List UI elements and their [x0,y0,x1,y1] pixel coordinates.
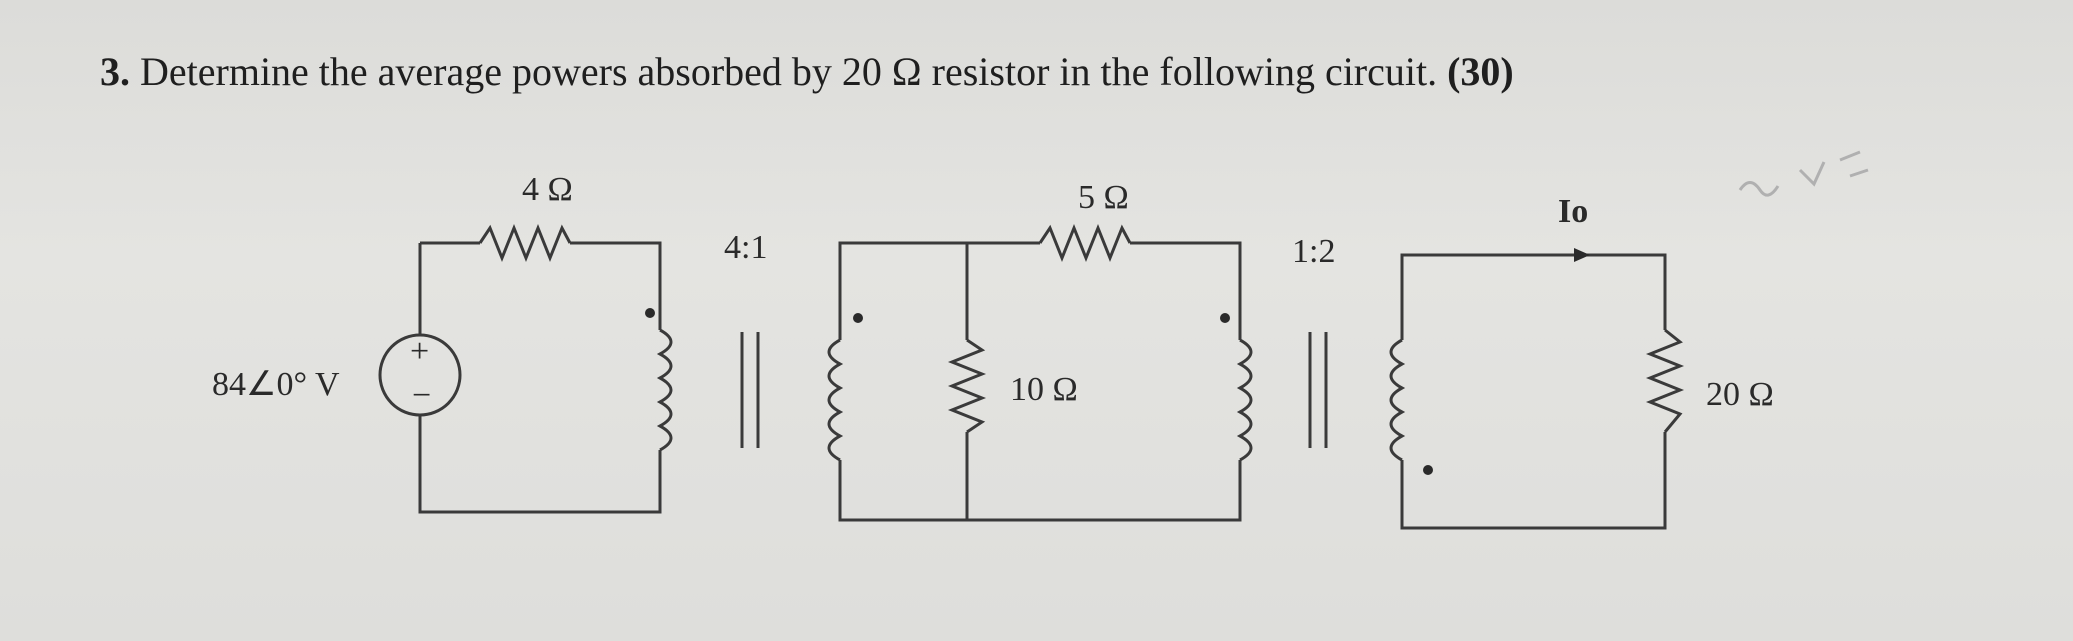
t1-ratio-label: 4:1 [724,229,767,266]
t1-core: 4:1 [724,229,767,448]
resistor-20ohm [1645,328,1685,433]
pencil-scribble [1738,150,1869,197]
wire-mid-top-right [1130,241,1242,340]
resistor-4ohm [478,223,572,263]
r4-label: 20 Ω [1706,376,1774,413]
t2-secondary-coil [1389,338,1406,462]
load-loop: Io 20 Ω [1389,193,1774,530]
wire-load-bottom [1400,432,1667,530]
wire-bottom-left [418,414,662,514]
r3-label: 10 Ω [1010,371,1078,408]
resistor-10ohm [947,338,987,434]
r1-label: 4 Ω [522,171,573,208]
middle-loop: 5 Ω 10 Ω [827,179,1253,522]
t2-core: 1:2 [1292,233,1335,448]
wire-mid-top-left [838,241,1040,340]
scribble-mark [1738,150,1869,197]
wire-top-right [570,241,662,330]
t2-secondary-dot [1423,465,1433,475]
t1-primary-dot [645,308,655,318]
question-points: (30) [1447,49,1514,94]
source-plus-sign: + [410,333,429,370]
t2-ratio-label: 1:2 [1292,233,1335,270]
question-text: 3. Determine the average powers absorbed… [100,48,1514,95]
question-body: Determine the average powers absorbed by… [140,49,1438,94]
source-loop: + − 84∠0° V 4 Ω [212,171,673,514]
t2-primary-coil [1236,338,1253,462]
source-minus-sign: − [412,377,431,414]
t1-secondary-coil [827,338,844,462]
question-number: 3. [100,49,130,94]
voltage-source [378,333,462,417]
resistor-5ohm [1038,223,1132,263]
t1-secondary-dot [853,313,863,323]
current-arrow-icon [1574,248,1590,262]
r2-label: 5 Ω [1078,179,1129,216]
wire-mid-bottom [838,460,1242,522]
current-label: Io [1558,193,1588,230]
t1-primary-coil [656,328,673,452]
t2-primary-dot [1220,313,1230,323]
source-label: 84∠0° V [212,366,340,403]
wire-load-top [1400,253,1667,340]
